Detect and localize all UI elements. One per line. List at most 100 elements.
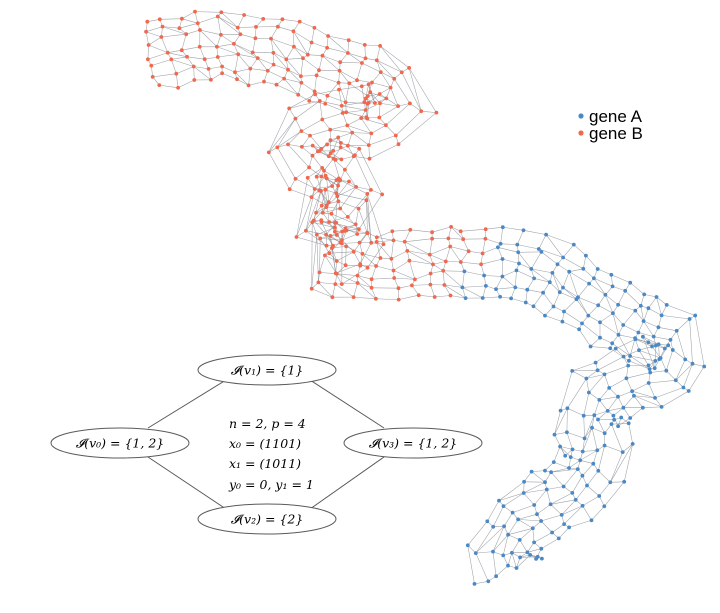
network-edge — [523, 471, 532, 482]
network-node-gene-b — [393, 133, 398, 138]
network-node-gene-b — [354, 185, 358, 189]
network-node-gene-b — [335, 194, 340, 199]
network-edge — [485, 226, 503, 230]
network-edge — [527, 548, 542, 553]
network-node-gene-b — [320, 166, 325, 170]
network-node-gene-a — [561, 285, 565, 290]
network-edge — [308, 167, 322, 177]
network-edge — [340, 147, 356, 156]
network-node-gene-b — [378, 256, 383, 260]
network-node-gene-b — [157, 17, 162, 22]
network-edge — [167, 49, 182, 53]
network-edge — [319, 100, 342, 107]
network-node-gene-b — [407, 258, 412, 263]
network-edge — [527, 542, 535, 553]
network-node-gene-b — [159, 35, 164, 39]
network-node-gene-a — [633, 308, 638, 313]
network-node-gene-a — [540, 556, 544, 561]
network-node-gene-a — [641, 334, 645, 339]
network-node-gene-a — [574, 297, 579, 302]
network-node-gene-a — [664, 303, 669, 307]
network-edge — [562, 257, 584, 270]
network-node-gene-b — [402, 239, 407, 244]
network-node-gene-a — [621, 354, 626, 359]
network-node-gene-a — [650, 344, 654, 349]
network-node-gene-a — [571, 242, 576, 247]
network-edge — [551, 467, 570, 473]
network-node-gene-b — [374, 264, 378, 268]
network-edge — [462, 239, 469, 252]
network-node-gene-b — [320, 117, 325, 122]
network-edge — [393, 260, 410, 271]
lattice-node-v1: 𝓘(v₁) = {1} — [197, 354, 337, 386]
network-edge — [610, 451, 623, 483]
network-edge — [658, 315, 662, 328]
network-edge — [379, 87, 391, 95]
network-edge — [324, 255, 338, 274]
network-node-gene-a — [559, 513, 564, 517]
network-edge — [450, 295, 466, 299]
network-edge — [640, 294, 645, 306]
network-edge — [523, 481, 546, 494]
network-node-gene-b — [185, 54, 189, 59]
network-edge — [462, 271, 465, 288]
network-edge — [368, 135, 396, 146]
gene-network — [144, 9, 707, 586]
network-edge — [312, 222, 335, 228]
network-edge — [544, 306, 554, 316]
network-edge — [311, 222, 313, 289]
network-node-gene-b — [374, 235, 379, 240]
network-node-gene-b — [248, 66, 253, 71]
network-edge — [339, 70, 358, 81]
network-edge — [407, 250, 434, 265]
network-edge — [244, 14, 264, 20]
network-edge — [159, 18, 182, 20]
network-edge — [503, 512, 513, 527]
network-node-gene-b — [365, 230, 370, 235]
network-edge — [577, 297, 589, 316]
network-node-gene-b — [374, 58, 379, 63]
network-edge — [293, 31, 309, 55]
network-edge — [221, 73, 238, 80]
network-node-gene-b — [357, 240, 362, 245]
network-node-gene-a — [611, 311, 615, 316]
network-node-gene-b — [202, 57, 207, 62]
network-node-gene-a — [597, 494, 602, 498]
network-edge — [171, 59, 177, 74]
network-node-gene-b — [310, 153, 315, 158]
network-node-gene-b — [282, 76, 286, 81]
network-edge — [546, 486, 564, 490]
lattice-node-v0: 𝓘(v₀) = {1, 2} — [50, 427, 190, 459]
network-node-gene-b — [326, 154, 331, 159]
network-node-gene-a — [659, 405, 664, 409]
network-edge — [511, 298, 526, 303]
network-node-gene-b — [146, 57, 150, 62]
network-node-gene-a — [460, 285, 465, 290]
network-node-gene-a — [613, 346, 618, 351]
network-edge — [237, 26, 257, 28]
network-edge — [317, 151, 334, 159]
network-node-gene-a — [612, 417, 617, 422]
network-edge — [347, 52, 366, 59]
network-node-gene-a — [536, 247, 541, 251]
network-edge — [468, 250, 483, 254]
network-edge — [683, 363, 693, 388]
network-edge — [484, 275, 503, 277]
network-edge — [567, 408, 584, 416]
network-edge — [583, 392, 590, 416]
network-node-gene-b — [346, 38, 351, 43]
network-edge — [341, 233, 358, 241]
network-node-gene-b — [304, 228, 308, 233]
network-edge — [311, 288, 333, 298]
network-node-gene-b — [360, 251, 365, 256]
network-edge — [517, 230, 524, 245]
network-edge — [332, 284, 336, 298]
network-node-gene-b — [314, 210, 318, 215]
network-node-gene-b — [209, 77, 213, 82]
network-edge — [648, 382, 656, 399]
network-edge — [531, 268, 550, 283]
network-edge — [313, 206, 327, 221]
network-node-gene-a — [586, 313, 591, 318]
network-edge — [380, 71, 395, 80]
network-node-gene-a — [584, 253, 588, 258]
